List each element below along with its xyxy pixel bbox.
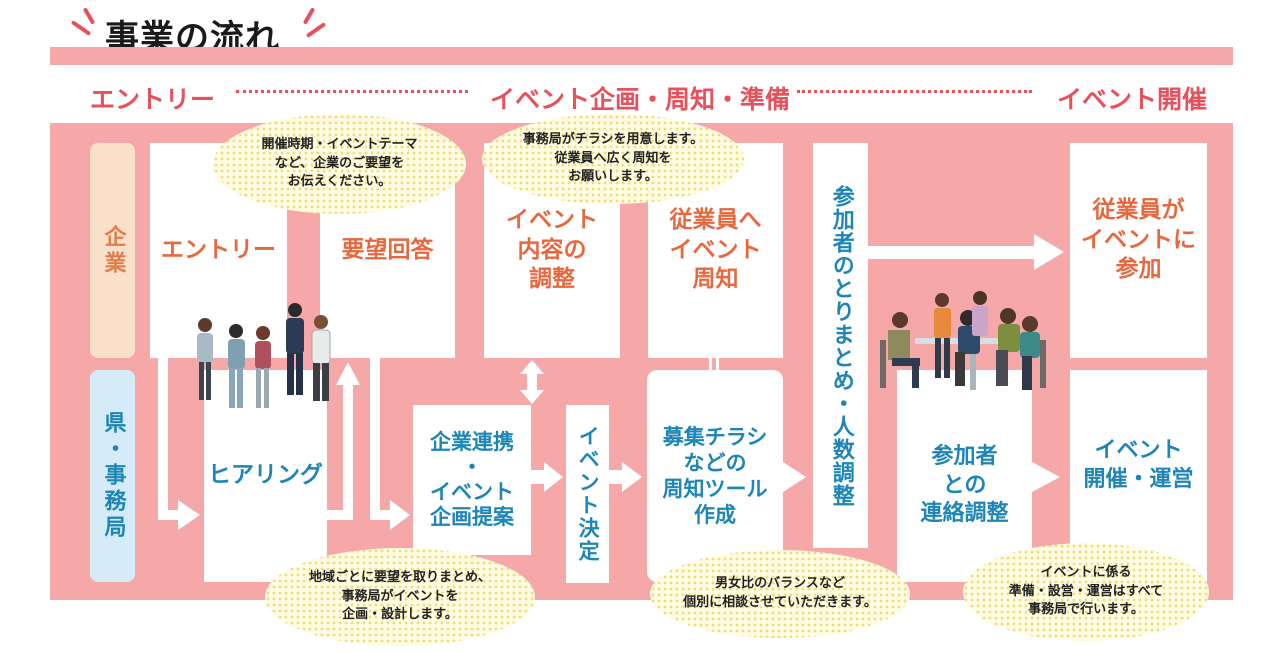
people-table-illustration xyxy=(0,0,1280,652)
